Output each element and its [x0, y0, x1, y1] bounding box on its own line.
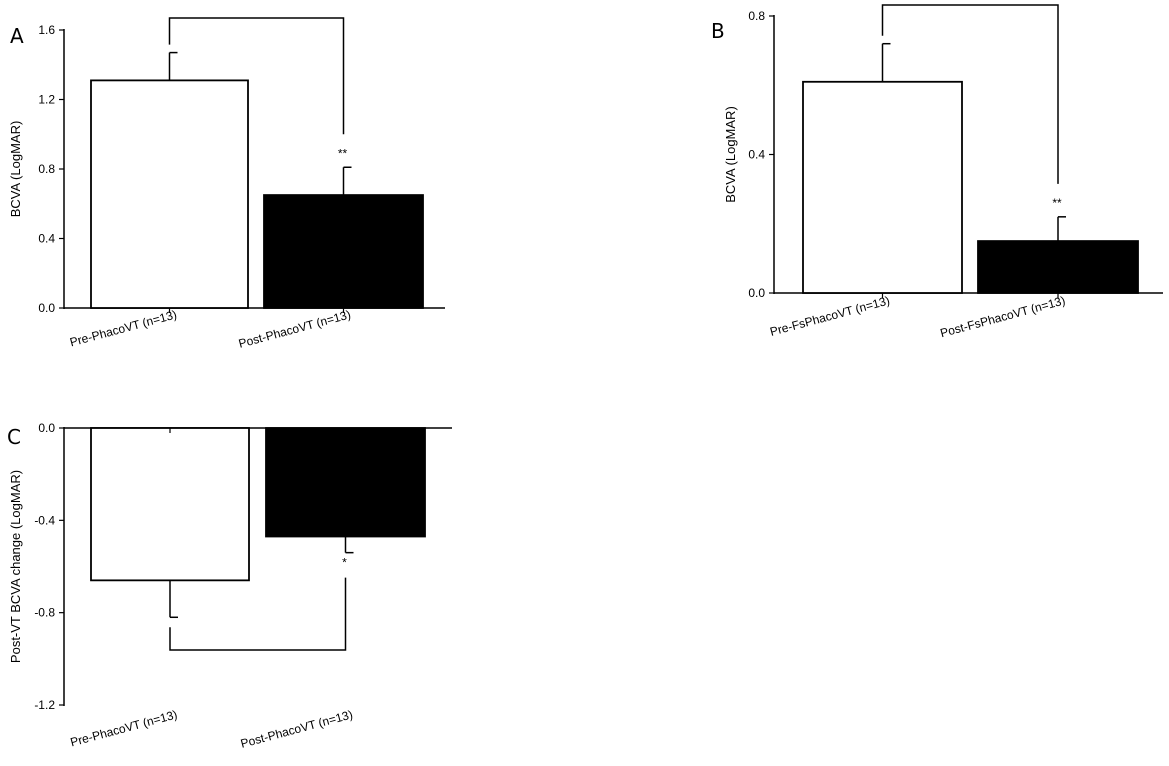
significance-marker: * [342, 556, 347, 570]
y-tick-label: 0.0 [38, 421, 55, 435]
y-tick-label: 1.6 [38, 23, 55, 37]
x-tick-label: Post-PhacoVT (n=13) [237, 307, 352, 350]
y-tick-label: 1.2 [38, 93, 55, 107]
y-axis-label: BCVA (LogMAR) [723, 106, 738, 203]
y-axis-label: Post-VT BCVA change (LogMAR) [8, 470, 23, 663]
bar-pre [90, 79, 249, 309]
panel-letter: B [711, 19, 725, 43]
significance-bracket [881, 4, 1059, 184]
x-tick-label: Post-PhacoVT (n=13) [239, 707, 354, 750]
y-tick-label: -0.4 [34, 513, 55, 527]
y-tick-label: 0.8 [748, 9, 765, 23]
x-tick-label: Post-FsPhacoVT (n=13) [939, 293, 1067, 340]
y-tick-label: -1.2 [34, 698, 55, 712]
bar-pre [90, 427, 250, 582]
y-tick-label: 0.0 [748, 286, 765, 300]
significance-bracket [168, 17, 345, 135]
panel-letter: C [7, 425, 21, 449]
y-tick-label: 0.8 [38, 162, 55, 176]
x-tick-label: Pre-PhacoVT (n=13) [68, 307, 178, 349]
bar-pre [802, 80, 963, 294]
y-tick-label: -0.8 [34, 606, 55, 620]
panel-letter: A [10, 24, 24, 48]
bar-post [977, 240, 1139, 294]
bar-post [265, 427, 426, 538]
significance-bracket [169, 577, 347, 651]
x-tick-label: Pre-FsPhacoVT (n=13) [768, 293, 891, 338]
x-tick-label: Pre-PhacoVT (n=13) [69, 707, 179, 749]
y-tick-label: 0.4 [38, 232, 55, 246]
y-tick-label: 0.0 [38, 301, 55, 315]
y-axis-label: BCVA (LogMAR) [8, 121, 23, 218]
significance-marker: ** [338, 146, 348, 160]
y-tick-label: 0.4 [748, 148, 765, 162]
significance-marker: ** [1052, 196, 1062, 210]
bar-post [263, 194, 424, 309]
panel-c: C 0.0 -0.4 -0.8 -1.2 Post-VT BCVA change (Log… [7, 421, 452, 751]
